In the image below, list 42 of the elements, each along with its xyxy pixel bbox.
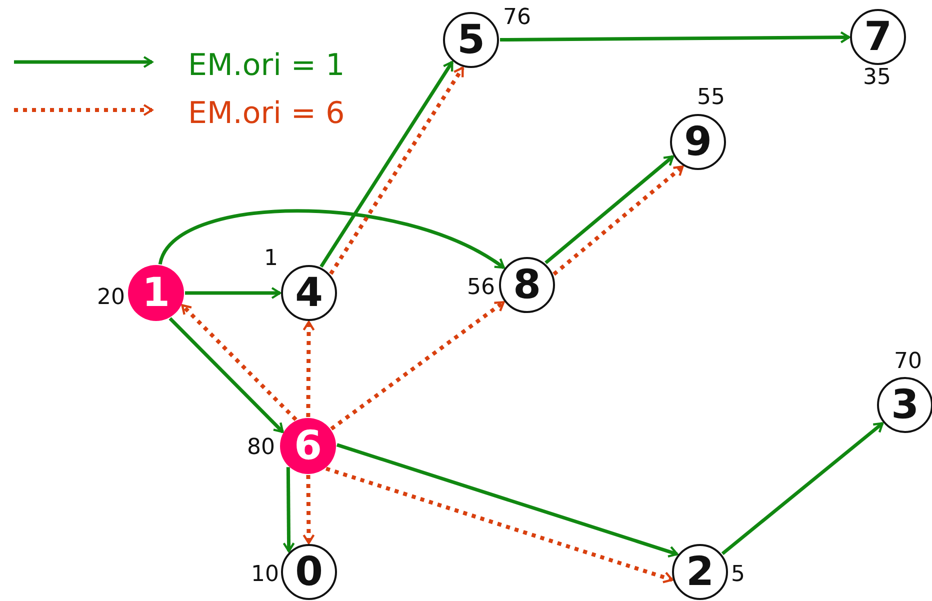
node-label: 9 (684, 122, 712, 162)
node-circle (499, 257, 555, 313)
arrow (185, 286, 282, 300)
node-label: 1 (142, 273, 170, 313)
arrow (329, 66, 464, 275)
node-label: 5 (457, 20, 485, 60)
node-label: 7 (864, 17, 892, 57)
arrow (544, 155, 674, 264)
value-label: 70 (894, 351, 922, 373)
value-label: 56 (467, 277, 495, 299)
arrow (500, 31, 850, 44)
arrow (721, 422, 884, 556)
node-circle (672, 544, 728, 600)
value-label: 20 (97, 287, 125, 309)
arrow (330, 300, 505, 430)
arrow (326, 466, 674, 584)
arrow (158, 209, 505, 270)
node-label: 3 (891, 385, 919, 425)
arrow (302, 320, 315, 418)
arrow (168, 317, 284, 434)
arrow (302, 474, 315, 544)
value-label: 76 (503, 7, 531, 29)
value-label: 5 (731, 564, 745, 586)
value-label: 55 (697, 87, 725, 109)
node-label: 2 (686, 552, 714, 592)
arrow (552, 165, 684, 276)
node-label: 8 (513, 265, 541, 305)
arrow (336, 443, 678, 558)
node-label: 4 (295, 273, 323, 313)
arrow (320, 60, 454, 268)
value-label: 1 (264, 248, 278, 270)
value-label: 10 (251, 564, 279, 586)
legend-label: EM.ori = 1 (188, 51, 345, 81)
legend-label: EM.ori = 6 (188, 99, 345, 129)
node-circle (280, 418, 336, 474)
node-label: 6 (294, 426, 322, 466)
arrow (282, 467, 295, 552)
node-circle (877, 377, 932, 433)
value-label: 35 (863, 67, 891, 89)
value-label: 80 (247, 437, 275, 459)
node-label: 0 (295, 552, 323, 592)
arrow (180, 304, 298, 422)
